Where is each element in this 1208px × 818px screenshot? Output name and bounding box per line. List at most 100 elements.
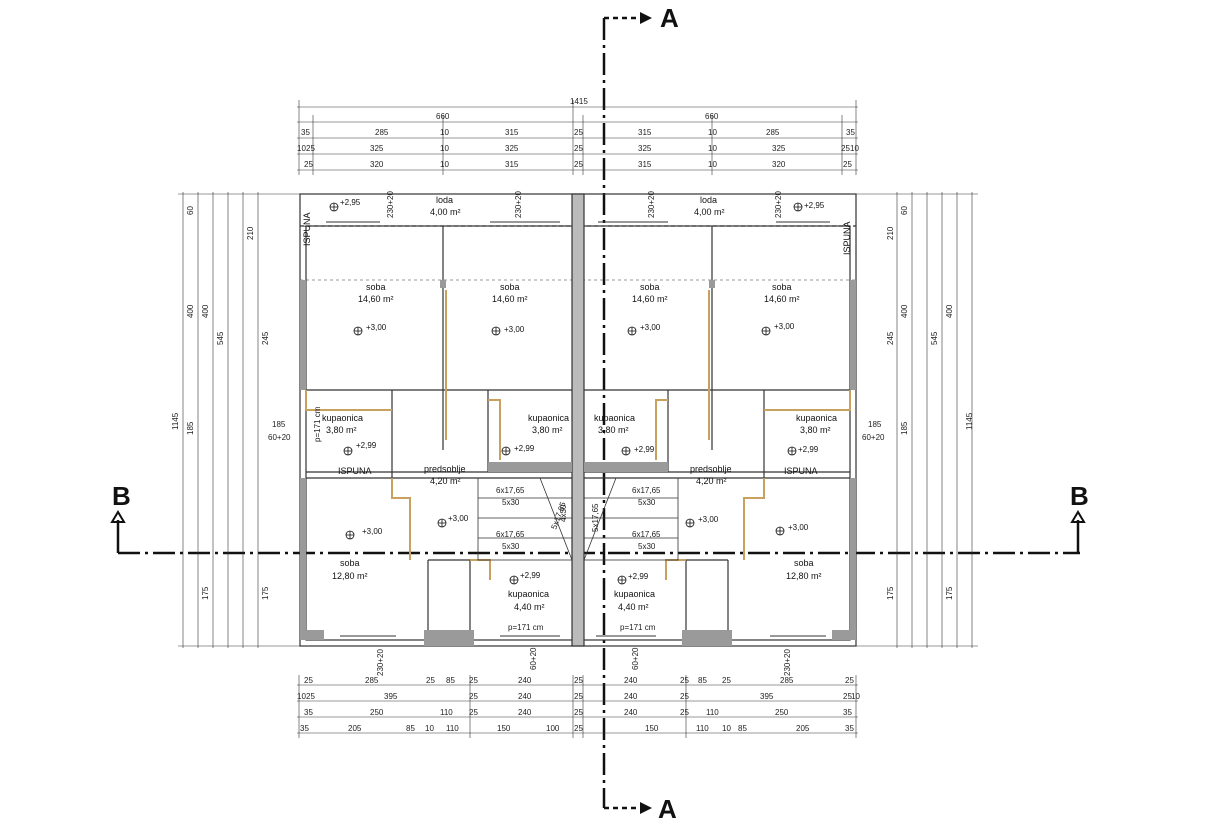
svg-text:10: 10 xyxy=(708,160,717,169)
svg-text:285: 285 xyxy=(780,676,794,685)
dim-row-top-3: 25 320 10 315 25 315 10 320 25 xyxy=(304,160,852,169)
svg-text:10: 10 xyxy=(440,160,449,169)
svg-text:240: 240 xyxy=(518,676,532,685)
svg-text:25: 25 xyxy=(845,676,854,685)
svg-text:25: 25 xyxy=(574,144,583,153)
level-labels: +2,95 +2,95 +3,00 +3,00 +3,00 +3,00 +2,9… xyxy=(340,198,825,581)
room-kupaonica-4-area: 3,80 m² xyxy=(800,425,831,435)
room-loda-left-area: 4,00 m² xyxy=(430,207,461,217)
dim-row-bottom-4: 35 205 85 10 110 150 100 25 150 110 10 8… xyxy=(300,724,854,733)
stair-label-10: 4x30 xyxy=(559,504,568,522)
right-dimension-chains xyxy=(856,192,978,648)
svg-text:175: 175 xyxy=(945,586,954,600)
windows xyxy=(326,221,830,641)
svg-text:285: 285 xyxy=(766,128,780,137)
svg-text:100: 100 xyxy=(546,724,560,733)
svg-text:25: 25 xyxy=(469,692,478,701)
room-predsoblje-right: predsoblje xyxy=(690,464,732,474)
svg-text:25: 25 xyxy=(574,128,583,137)
section-label-b-left: B xyxy=(112,481,131,511)
stairs xyxy=(477,477,679,561)
svg-text:315: 315 xyxy=(505,160,519,169)
svg-text:+2,99: +2,99 xyxy=(520,571,541,580)
room-loda-right-area: 4,00 m² xyxy=(694,207,725,217)
stair-label-5: 6x17,65 xyxy=(632,486,661,495)
dim-left-column: 60 400 185 545 400 210 245 175 175 xyxy=(186,206,270,600)
svg-text:60: 60 xyxy=(186,206,195,215)
room-kupaonica-5-area: 4,40 m² xyxy=(514,602,545,612)
room-soba-1: soba xyxy=(366,282,386,292)
svg-text:175: 175 xyxy=(886,586,895,600)
svg-text:25: 25 xyxy=(722,676,731,685)
section-label-b-right: B xyxy=(1070,481,1089,511)
stair-label-7: 6x17,65 xyxy=(632,530,661,539)
label-ispuna-left: ISPUNA xyxy=(338,466,372,476)
door-dim-5: 230+20 xyxy=(376,649,385,676)
svg-text:+3,00: +3,00 xyxy=(640,323,661,332)
room-soba-6: soba xyxy=(794,558,814,568)
svg-text:250: 250 xyxy=(370,708,384,717)
svg-text:395: 395 xyxy=(760,692,774,701)
svg-text:240: 240 xyxy=(624,692,638,701)
section-label-a-bottom: A xyxy=(658,794,677,818)
svg-text:10: 10 xyxy=(850,144,859,153)
window-label-2: p=171 cm xyxy=(620,623,656,632)
svg-text:185: 185 xyxy=(186,421,195,435)
svg-text:25: 25 xyxy=(574,708,583,717)
dim-right-column: 60 400 185 545 400 210 245 175 175 xyxy=(886,206,954,600)
stair-label-2: 5x30 xyxy=(502,498,520,507)
svg-text:25: 25 xyxy=(843,160,852,169)
svg-text:110: 110 xyxy=(696,724,709,733)
label-ispuna-right: ISPUNA xyxy=(784,466,818,476)
section-arrow-b-left xyxy=(110,510,126,523)
svg-text:25: 25 xyxy=(680,708,689,717)
svg-text:+3,00: +3,00 xyxy=(362,527,383,536)
svg-text:25: 25 xyxy=(574,160,583,169)
section-arrow-b-right xyxy=(1070,510,1086,523)
svg-text:150: 150 xyxy=(645,724,659,733)
svg-text:+2,95: +2,95 xyxy=(804,201,825,210)
svg-text:25: 25 xyxy=(304,160,313,169)
svg-text:210: 210 xyxy=(886,226,895,240)
svg-text:25: 25 xyxy=(574,692,583,701)
window-label-3: p=171 cm xyxy=(313,406,322,442)
stair-label-6: 5x30 xyxy=(638,498,656,507)
svg-text:315: 315 xyxy=(638,128,652,137)
svg-text:35: 35 xyxy=(843,708,852,717)
svg-text:210: 210 xyxy=(246,226,255,240)
svg-text:+3,00: +3,00 xyxy=(774,322,795,331)
svg-text:85: 85 xyxy=(406,724,415,733)
label-ispuna-top-right: ISPUNA xyxy=(842,221,852,255)
svg-text:400: 400 xyxy=(201,304,210,318)
svg-text:+2,99: +2,99 xyxy=(514,444,535,453)
door-dim-7: 60+20 xyxy=(631,647,640,670)
section-arrow-a-top xyxy=(640,12,652,24)
svg-text:325: 325 xyxy=(370,144,384,153)
dim-side-left-2: 60+20 xyxy=(268,433,291,442)
svg-text:110: 110 xyxy=(706,708,719,717)
wall-fills xyxy=(300,280,856,646)
room-kupaonica-2: kupaonica xyxy=(528,413,569,423)
svg-text:+2,99: +2,99 xyxy=(798,445,819,454)
svg-text:325: 325 xyxy=(772,144,786,153)
svg-text:35: 35 xyxy=(845,724,854,733)
svg-text:35: 35 xyxy=(304,708,313,717)
top-dimension-ticks xyxy=(298,100,857,175)
dim-total: 1415 xyxy=(570,97,588,106)
svg-text:10: 10 xyxy=(440,128,449,137)
svg-text:10: 10 xyxy=(425,724,434,733)
svg-text:85: 85 xyxy=(446,676,455,685)
level-markers xyxy=(329,202,803,585)
svg-text:25: 25 xyxy=(841,144,850,153)
dim-row-bottom-2: 10 25 395 25 240 25 240 25 395 25 10 xyxy=(297,692,860,701)
dim-row-top-1: 35 285 10 315 25 315 10 285 35 xyxy=(301,128,855,137)
dim-half-left: 660 xyxy=(436,112,450,121)
svg-text:+2,99: +2,99 xyxy=(634,445,655,454)
svg-text:545: 545 xyxy=(930,331,939,345)
doors xyxy=(305,290,851,580)
room-kupaonica-4: kupaonica xyxy=(796,413,837,423)
room-kupaonica-3-area: 3,80 m² xyxy=(598,425,629,435)
svg-text:25: 25 xyxy=(680,676,689,685)
svg-text:10: 10 xyxy=(297,144,306,153)
